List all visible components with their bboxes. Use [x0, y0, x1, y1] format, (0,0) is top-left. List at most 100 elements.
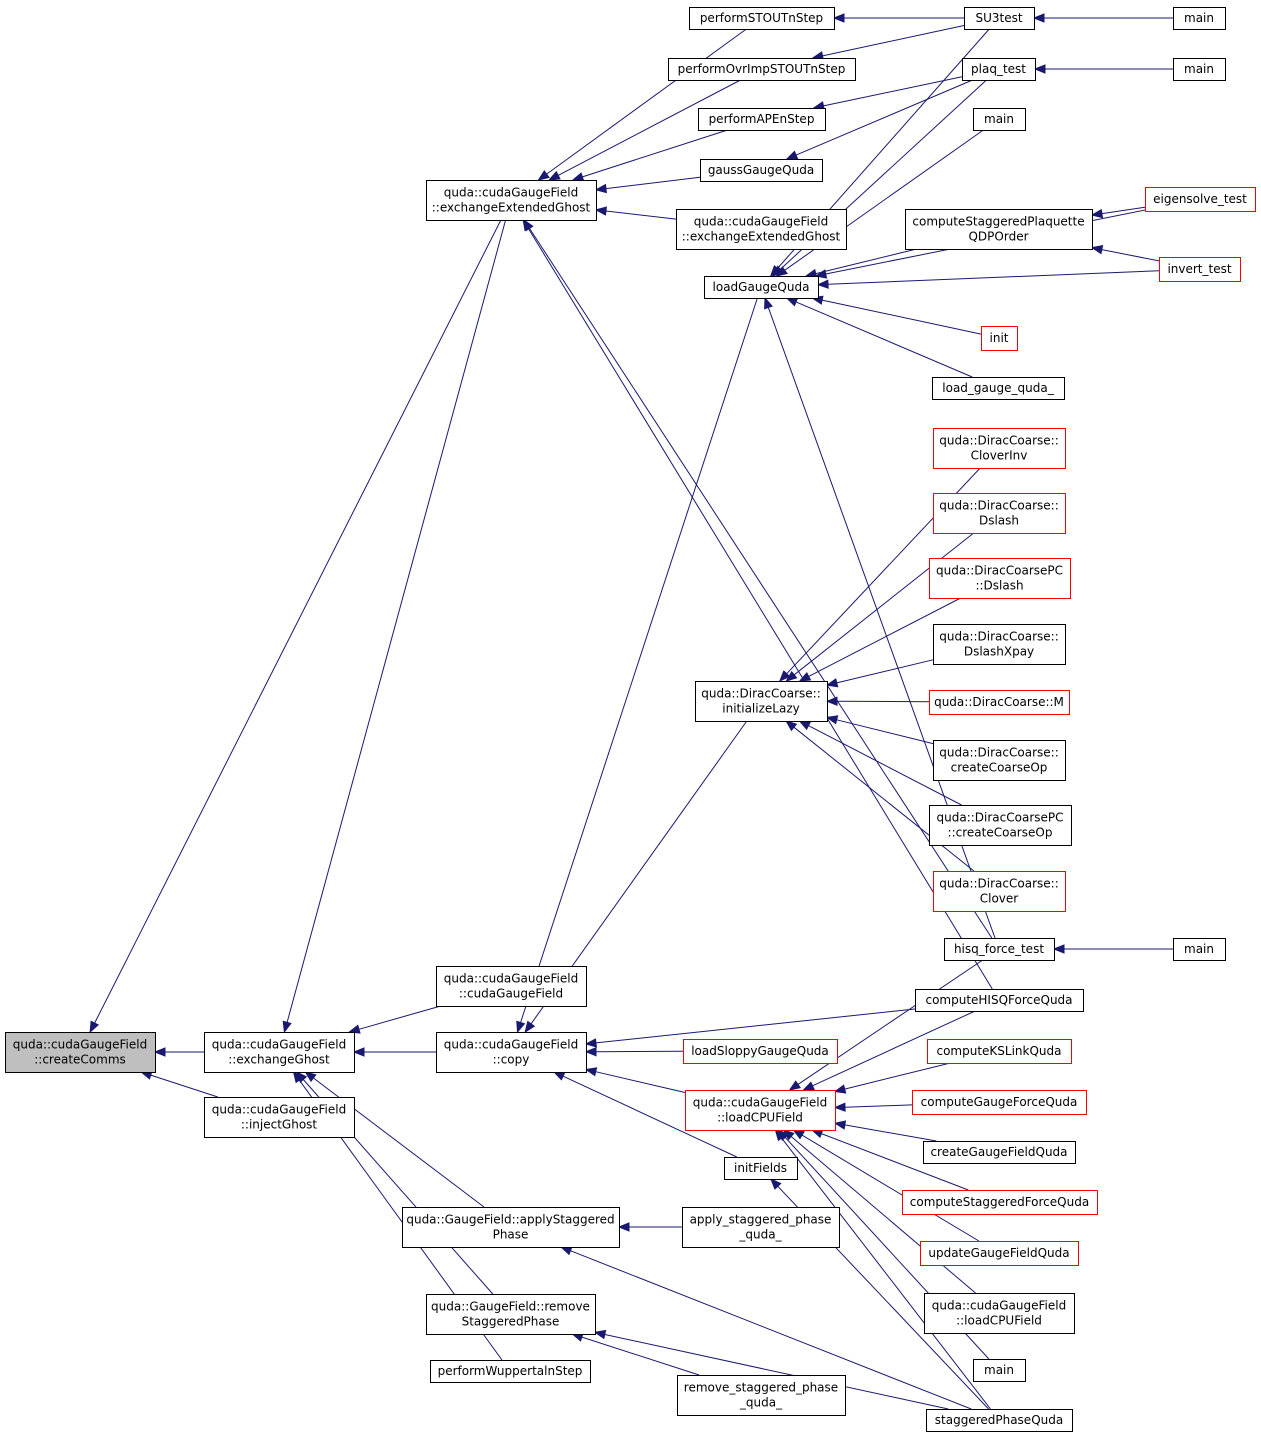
node-exchExtGhost2[interactable]: quda::cudaGaugeField::exchangeExtendedGh… — [676, 209, 847, 250]
node-box — [682, 1207, 840, 1248]
node-cudaGaugeFieldCtor[interactable]: quda::cudaGaugeField::cudaGaugeField — [436, 966, 587, 1007]
edge-main4-to-hisqForceTest — [1052, 944, 1173, 954]
node-box — [700, 159, 823, 182]
edge-createGaugeField-to-loadCPUField — [833, 1120, 937, 1142]
node-box — [5, 1032, 156, 1073]
node-box — [933, 740, 1066, 781]
node-createComms[interactable]: quda::cudaGaugeField::createComms — [5, 1032, 156, 1073]
node-box — [426, 180, 597, 221]
node-box — [1173, 938, 1226, 961]
node-initFields[interactable]: initFields — [724, 1157, 798, 1180]
node-exchExtGhost[interactable]: quda::cudaGaugeField::exchangeExtendedGh… — [426, 180, 597, 221]
node-coarseClover[interactable]: quda::DiracCoarse::Clover — [933, 871, 1066, 912]
edge-layer — [89, 13, 1173, 1410]
node-copy[interactable]: quda::cudaGaugeField::copy — [436, 1032, 587, 1073]
node-performAPE[interactable]: performAPEnStep — [698, 108, 826, 131]
node-computeGaugeForce[interactable]: computeGaugeForceQuda — [912, 1090, 1087, 1115]
node-applyStagQuda_[interactable]: apply_staggered_phase_quda_ — [682, 1207, 840, 1248]
node-label: performSTOUTnStep — [700, 11, 823, 25]
edge-removeStagQuda_-to-removeStag — [571, 1332, 700, 1376]
edge-computeHISQ-to-loadCPUField — [802, 1010, 976, 1091]
node-label: _quda_ — [739, 1396, 783, 1410]
node-loadSloppy[interactable]: loadSloppyGaugeQuda — [683, 1039, 838, 1064]
node-label: quda::DiracCoarse:: — [701, 687, 820, 701]
node-box — [973, 1359, 1026, 1382]
node-injectGhost[interactable]: quda::cudaGaugeField::injectGhost — [204, 1097, 355, 1138]
edge-applyStag-to-exchangeGhost — [304, 1071, 485, 1208]
node-box — [915, 989, 1084, 1012]
node-computeHISQ[interactable]: computeHISQForceQuda — [915, 989, 1084, 1012]
node-label: performWuppertalnStep — [438, 1364, 583, 1378]
node-label: ::Dslash — [975, 579, 1023, 593]
node-label: gaussGaugeQuda — [708, 163, 814, 177]
node-createCoarseOp[interactable]: quda::DiracCoarse::createCoarseOp — [933, 740, 1066, 781]
node-computeKSLink[interactable]: computeKSLinkQuda — [927, 1039, 1072, 1064]
node-eigensolve[interactable]: eigensolve_test — [1145, 187, 1256, 212]
node-invertTest[interactable]: invert_test — [1159, 257, 1241, 282]
node-main4[interactable]: main — [1173, 938, 1226, 961]
node-pcCreateCoarseOp[interactable]: quda::DiracCoarsePC::createCoarseOp — [929, 805, 1072, 846]
edge-cudaGaugeFieldCtor-to-exchangeGhost — [348, 1005, 441, 1034]
node-cloverInv[interactable]: quda::DiracCoarse::CloverInv — [933, 428, 1066, 469]
node-box — [929, 558, 1071, 599]
node-dslash[interactable]: quda::DiracCoarse::Dslash — [933, 493, 1066, 534]
edge-loadGauge-to-copy — [516, 297, 758, 1034]
node-main3[interactable]: main — [973, 108, 1026, 131]
node-main5[interactable]: main — [973, 1359, 1026, 1382]
node-performOvrImp[interactable]: performOvrImpSTOUTnStep — [668, 58, 856, 81]
node-loadGaugeQuda_[interactable]: load_gauge_quda_ — [932, 377, 1065, 400]
node-main2[interactable]: main — [1173, 58, 1226, 81]
node-label: Phase — [493, 1228, 529, 1242]
node-gaussGauge[interactable]: gaussGaugeQuda — [700, 159, 823, 182]
node-box — [402, 1207, 620, 1248]
node-performWuppertal[interactable]: performWuppertalnStep — [430, 1360, 591, 1383]
edge-performOvrImp-to-exchExtGhost — [547, 79, 741, 181]
edge-dslashXpay-to-initializeLazy — [825, 659, 934, 688]
node-box — [932, 377, 1065, 400]
edge-SU3test-to-performSTOUT — [832, 13, 964, 23]
node-updateGaugeField[interactable]: updateGaugeFieldQuda — [920, 1241, 1079, 1266]
node-loadGauge[interactable]: loadGaugeQuda — [704, 276, 819, 299]
node-loadCPUField2[interactable]: quda::cudaGaugeField::loadCPUField — [924, 1293, 1075, 1334]
node-createGaugeField[interactable]: createGaugeFieldQuda — [923, 1141, 1076, 1164]
node-label: Clover — [980, 892, 1019, 906]
node-label: quda::cudaGaugeField — [444, 972, 578, 986]
node-label: init — [990, 331, 1009, 345]
edge-SU3test-to-performOvrImp — [811, 25, 965, 61]
node-hisqForceTest[interactable]: hisq_force_test — [944, 938, 1055, 961]
node-label: createCoarseOp — [951, 761, 1048, 775]
node-SU3test[interactable]: SU3test — [964, 7, 1035, 30]
node-exchangeGhost[interactable]: quda::cudaGaugeField::exchangeGhost — [204, 1032, 355, 1073]
node-label: main — [984, 1363, 1014, 1377]
node-box — [683, 1039, 838, 1064]
node-box — [689, 7, 835, 30]
edge-computeGaugeForce-to-loadCPUField — [833, 1102, 913, 1112]
node-computeStagForce[interactable]: computeStaggeredForceQuda — [902, 1190, 1098, 1215]
node-box — [204, 1097, 355, 1138]
node-dslashXpay[interactable]: quda::DiracCoarse::DslashXpay — [933, 624, 1066, 665]
node-main1[interactable]: main — [1173, 7, 1226, 30]
node-stagPhaseQuda[interactable]: staggeredPhaseQuda — [926, 1409, 1073, 1432]
node-coarseM[interactable]: quda::DiracCoarse::M — [929, 690, 1070, 715]
node-performSTOUT[interactable]: performSTOUTnStep — [689, 7, 835, 30]
node-label: ::cudaGaugeField — [459, 987, 563, 1001]
node-label: computeKSLinkQuda — [936, 1044, 1061, 1058]
node-pcDslash[interactable]: quda::DiracCoarsePC::Dslash — [929, 558, 1071, 599]
node-box — [944, 938, 1055, 961]
node-init[interactable]: init — [981, 326, 1018, 351]
node-removeStagQuda_[interactable]: remove_staggered_phase_quda_ — [677, 1375, 846, 1416]
node-box — [426, 1294, 596, 1335]
node-box — [927, 1039, 1072, 1064]
node-label: initializeLazy — [722, 702, 799, 716]
node-box — [926, 1409, 1073, 1432]
node-box — [964, 7, 1035, 30]
node-plaqTest[interactable]: plaq_test — [962, 58, 1036, 81]
node-loadCPUField[interactable]: quda::cudaGaugeField::loadCPUField — [685, 1090, 836, 1131]
node-initializeLazy[interactable]: quda::DiracCoarse::initializeLazy — [695, 681, 828, 722]
node-label: quda::cudaGaugeField — [13, 1038, 147, 1052]
node-label: main — [984, 112, 1014, 126]
node-box — [929, 690, 1070, 715]
